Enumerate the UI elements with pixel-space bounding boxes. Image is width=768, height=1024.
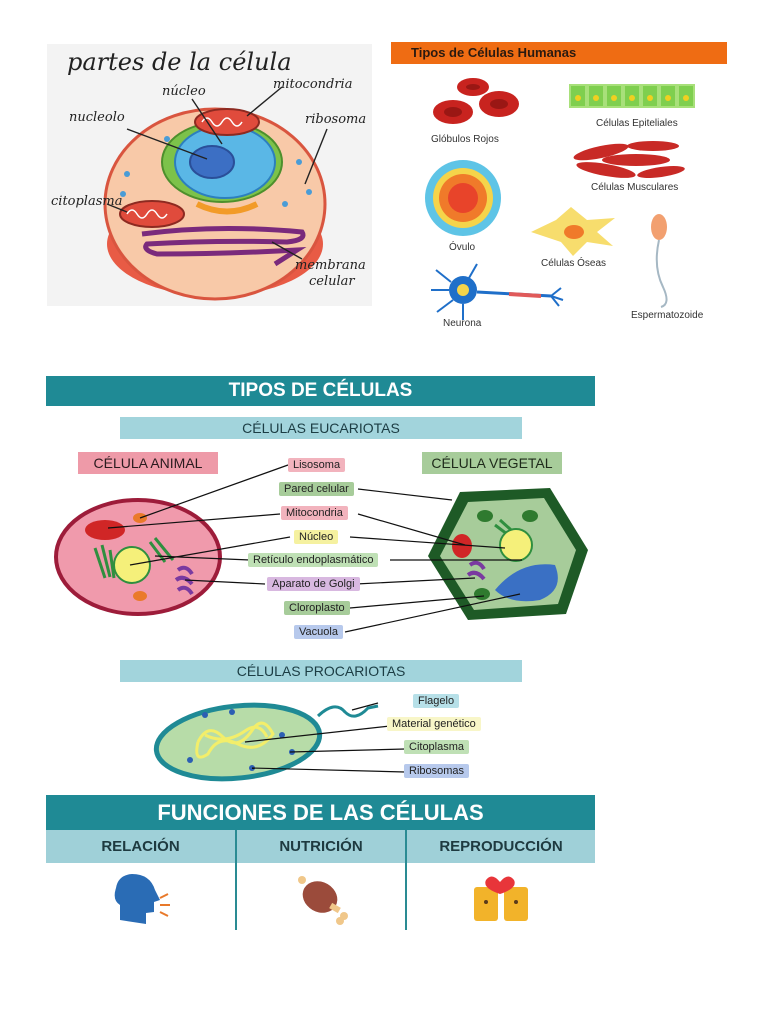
- animal-cell-title-text: CÉLULA ANIMAL: [93, 455, 203, 471]
- human-cells-title: Tipos de Células Humanas: [411, 45, 577, 60]
- label-mitocondria: mitocondria: [273, 77, 353, 92]
- label-globulos-rojos: Glóbulos Rojos: [431, 134, 499, 145]
- plant-cell-title: CÉLULA VEGETAL: [422, 452, 562, 474]
- tag-reticulo-endoplasmatico: Retículo endoplasmático: [248, 553, 379, 567]
- tag-vacuola: Vacuola: [294, 625, 343, 639]
- cell-parts-title: partes de la célula: [67, 48, 292, 76]
- tag-mitocondria: Mitocondria: [281, 506, 348, 520]
- cell-types-title: TIPOS DE CÉLULAS: [46, 376, 595, 406]
- human-cells-panel: Tipos de Células Humanas Glóbulos Rojos …: [391, 42, 727, 332]
- label-espermatozoide: Espermatozoide: [631, 310, 704, 321]
- functions-title: FUNCIONES DE LAS CÉLULAS: [46, 795, 595, 830]
- label-membrana: membrana: [295, 258, 366, 273]
- tag-nucleo: Núcleo: [294, 530, 339, 544]
- human-cells-header: Tipos de Células Humanas: [391, 42, 727, 64]
- label-celulas-musculares: Células Musculares: [591, 182, 679, 193]
- meat-icon: [298, 876, 348, 925]
- prokaryotes-title: CÉLULAS PROCARIOTAS: [236, 663, 406, 679]
- tag-flagelo: Flagelo: [413, 694, 460, 708]
- label-nucleolo: nucleolo: [69, 110, 125, 125]
- kiss-icon: [474, 876, 528, 921]
- label-citoplasma: citoplasma: [51, 194, 123, 209]
- tag-citoplasma: Citoplasma: [404, 740, 470, 754]
- label-nucleo: núcleo: [162, 84, 206, 99]
- eukaryotes-banner: CÉLULAS EUCARIOTAS: [120, 417, 522, 439]
- col-reproduccion: REPRODUCCIÓN: [407, 830, 595, 863]
- eukaryotes-title: CÉLULAS EUCARIOTAS: [242, 420, 400, 436]
- cell-types-title-text: TIPOS DE CÉLULAS: [228, 380, 413, 401]
- label-neurona: Neurona: [443, 318, 482, 329]
- label-celulas-epiteliales: Células Epiteliales: [596, 118, 678, 129]
- plant-cell-title-text: CÉLULA VEGETAL: [431, 455, 553, 471]
- column-divider-1: [235, 830, 237, 930]
- tag-pared-celular: Pared celular: [279, 482, 354, 496]
- functions-title-text: FUNCIONES DE LAS CÉLULAS: [157, 799, 484, 825]
- tag-aparato-golgi: Aparato de Golgi: [267, 577, 360, 591]
- tag-cloroplasto: Cloroplasto: [284, 601, 350, 615]
- label-celulas-oseas: Células Óseas: [541, 258, 607, 269]
- column-divider-2: [405, 830, 407, 930]
- col-nutricion: NUTRICIÓN: [237, 830, 405, 863]
- tag-ribosomas: Ribosomas: [404, 764, 470, 778]
- col-relacion-label: RELACIÓN: [101, 838, 180, 855]
- tag-material-genetico: Material genético: [387, 717, 481, 731]
- col-reproduccion-label: REPRODUCCIÓN: [439, 838, 563, 855]
- col-relacion: RELACIÓN: [46, 830, 235, 863]
- human-cells-illustration: [425, 78, 695, 320]
- cell-parts-illustration: [103, 86, 328, 301]
- speaking-head-icon: [114, 874, 170, 924]
- animal-cell-title: CÉLULA ANIMAL: [78, 452, 218, 474]
- tag-lisosoma: Lisosoma: [288, 458, 346, 472]
- label-celular: celular: [309, 274, 355, 289]
- label-ovulo: Óvulo: [449, 242, 476, 253]
- col-nutricion-label: NUTRICIÓN: [279, 838, 363, 855]
- cell-parts-figure: partes de la célula núcleo mitocondria n…: [47, 44, 372, 306]
- prokaryotes-banner: CÉLULAS PROCARIOTAS: [120, 660, 522, 682]
- label-ribosoma: ribosoma: [305, 112, 367, 127]
